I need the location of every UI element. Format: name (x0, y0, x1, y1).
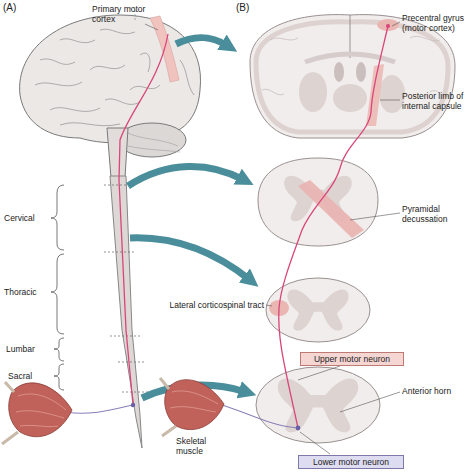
zoom-arrow (130, 238, 250, 280)
box-label: Lower motor neuron (313, 457, 389, 467)
spinal-cord (110, 176, 142, 448)
leader-line (380, 100, 400, 101)
region-label: Lumbar (6, 344, 52, 354)
upper-motor-neuron-path (119, 34, 168, 405)
muscle (9, 383, 72, 437)
part-label: Primary motor cortex (92, 4, 148, 24)
bracket (51, 185, 64, 250)
panel-letter: (B) (236, 3, 261, 13)
bracket (54, 364, 64, 390)
bracket (54, 338, 64, 361)
basal-ganglia (299, 72, 327, 112)
part-label: Skeletal muscle (176, 436, 220, 456)
neuron-cell-body (296, 426, 301, 431)
panel-letter: (A) (3, 3, 28, 13)
brain (20, 15, 201, 143)
leader-line (298, 366, 340, 380)
thalamus (333, 84, 367, 112)
segment-marks (104, 185, 150, 392)
leader-line (350, 213, 400, 220)
muscle-fibers (170, 391, 218, 412)
coronal-section (250, 15, 455, 138)
tendon (2, 382, 18, 444)
part-label: Anterior horn (402, 386, 472, 396)
tendon (160, 378, 176, 436)
box-label: Upper motor neuron (314, 354, 390, 364)
decussation-band (298, 180, 364, 238)
lower-neuron-box: Lower motor neuron (298, 455, 404, 469)
leader-line (300, 432, 330, 454)
zoom-arrow (128, 166, 244, 186)
muscle-fibers (16, 394, 66, 427)
upper-motor-neuron-path (279, 26, 388, 428)
basal-ganglia (379, 75, 405, 113)
leader-line (266, 305, 272, 306)
gray-matter (287, 290, 348, 331)
brainstem (107, 128, 128, 178)
lower-motor-neuron-path (66, 405, 133, 413)
ventricle (334, 62, 344, 82)
neuron-cell-body (386, 24, 390, 28)
leader-line (145, 24, 158, 30)
lower-motor-neuron-path (222, 405, 298, 428)
part-label: Pyramidal decussation (402, 204, 472, 224)
gray-matter (278, 378, 358, 432)
ventricle (356, 62, 366, 82)
internal-capsule (366, 64, 384, 126)
leader-line (340, 392, 400, 412)
cerebellum-folia (126, 132, 180, 152)
leader-line (392, 22, 400, 26)
upper-neuron-box: Upper motor neuron (300, 352, 404, 366)
part-label: Lateral corticospinal tract (160, 300, 264, 310)
cortex-rim (256, 22, 448, 132)
precentral-gyrus (377, 19, 399, 31)
part-label: Posterior limb of internal capsule (402, 91, 472, 111)
spinal-cord-section (266, 278, 370, 342)
medulla-section (258, 158, 378, 246)
skeletal-muscle (165, 380, 224, 430)
gyri (262, 36, 448, 96)
region-label: Sacral (8, 371, 54, 381)
neuron-cell-body (131, 403, 135, 407)
region-label: Thoracic (4, 287, 50, 297)
bracket (51, 254, 64, 334)
part-label: Precentral gyrus (motor cortex) (402, 13, 472, 33)
zoom-arrow (176, 37, 228, 46)
region-label: Cervical (4, 213, 50, 223)
